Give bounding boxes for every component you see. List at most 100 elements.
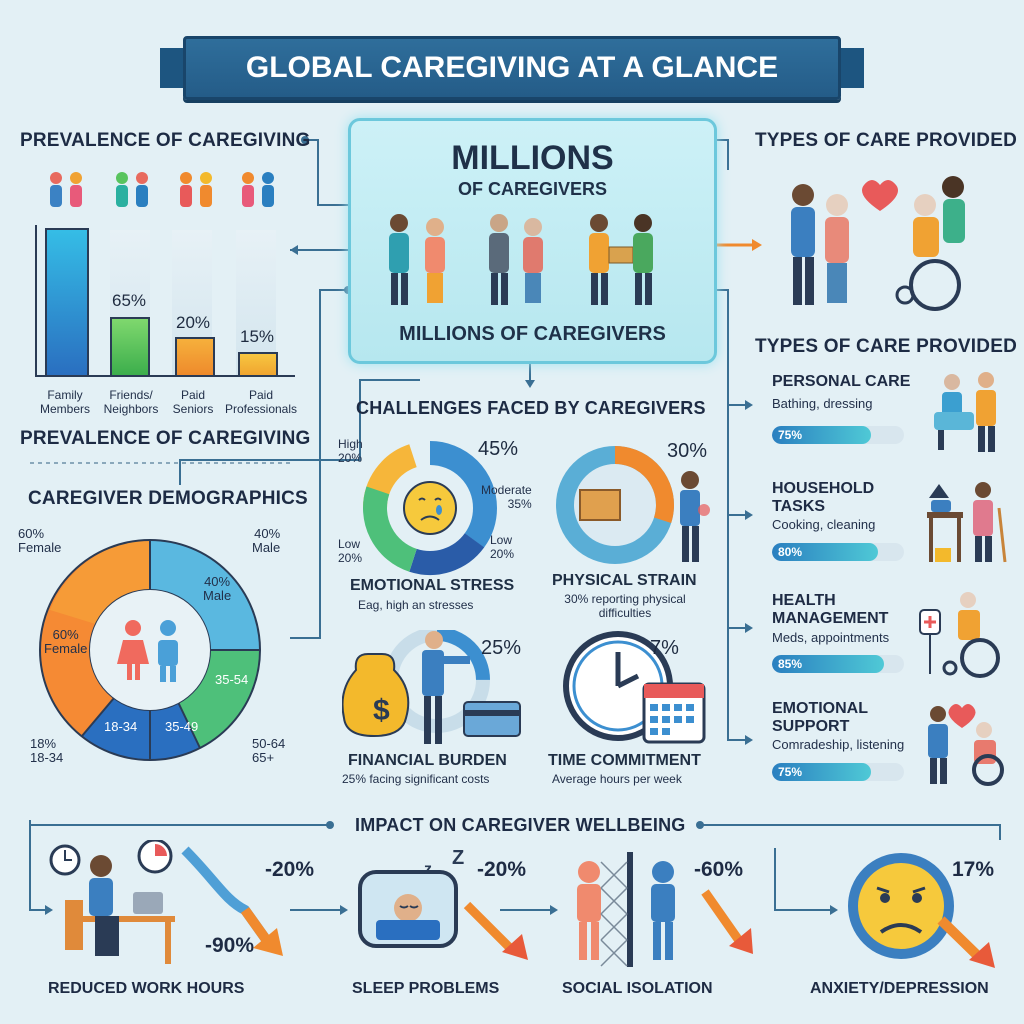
bar-paid-professionals	[238, 352, 278, 377]
care-progress-household: 80%	[772, 543, 904, 561]
center-subheadline: OF CAREGIVERS	[457, 179, 608, 199]
bar-label-professionals: Paid Professionals	[224, 388, 298, 416]
prevalence-heading-bottom: PREVALENCE OF CAREGIVING	[20, 428, 311, 449]
financial-burden-sub: 25% facing significant costs	[342, 772, 490, 786]
emotional-low-right-label: Low 20%	[490, 533, 515, 561]
bar-paid-seniors	[175, 337, 215, 377]
emotional-stress-pct: 45%	[478, 438, 519, 460]
center-footer: MILLIONS OF CAREGIVERS	[399, 323, 666, 345]
care-title-health: HEALTH MANAGEMENT	[772, 592, 889, 627]
bar-label-family: Family Members	[39, 388, 90, 416]
demographics-donut	[39, 539, 261, 761]
bar-label-seniors: Paid Seniors	[172, 388, 214, 416]
demo-seg-35-54: 35-54	[215, 672, 249, 687]
emotional-stress-donut	[362, 441, 497, 575]
demo-outer-50: 50-64 65+	[252, 736, 286, 765]
emotional-low-left-label: Low 20%	[338, 537, 363, 565]
paid-seniors-people-icon	[180, 172, 212, 207]
care-sub-household: Cooking, cleaning	[772, 517, 876, 532]
care-title-personal: PERSONAL CARE	[772, 373, 911, 390]
care-sub-personal: Bathing, dressing	[772, 396, 873, 411]
impact-anxiety-pct: 17%	[952, 858, 995, 881]
types-heading-2: TYPES OF CARE PROVIDED	[755, 336, 1017, 357]
demo-seg-35-49: 35-49	[165, 719, 199, 734]
care-progress-health: 85%	[772, 655, 904, 673]
emotional-stress-title: EMOTIONAL STRESS	[350, 577, 515, 594]
paid-professionals-people-icon	[242, 172, 274, 207]
time-commitment-sub: Average hours per week	[552, 772, 682, 786]
demo-outer-female: 60% Female	[18, 526, 62, 555]
caregivers-illustration	[389, 214, 653, 305]
demo-outer-male: 40% Male	[252, 526, 281, 555]
bar-label-friends: Friends/ Neighbors	[103, 388, 159, 416]
impact-sleep-label: SLEEP PROBLEMS	[352, 980, 500, 997]
care-progress-household-label: 80%	[778, 545, 803, 559]
physical-strain-pct: 30%	[667, 440, 708, 462]
social-isolation-icon	[577, 852, 753, 967]
impact-anxiety-label: ANXIETY/DEPRESSION	[810, 980, 989, 997]
impact-work-pct: -20%	[265, 858, 315, 881]
bar-value-seniors: 20%	[176, 313, 211, 332]
bathing-care-icon	[934, 372, 996, 452]
care-giving-illustration	[791, 176, 965, 311]
demo-inner-female: 60% Female	[44, 627, 88, 656]
impact-heading: IMPACT ON CAREGIVER WELLBEING	[355, 815, 686, 835]
financial-burden-pct: 25%	[481, 637, 522, 659]
impact-isolation-label: SOCIAL ISOLATION	[562, 980, 713, 997]
care-progress-health-fill	[772, 655, 885, 673]
page-title: GLOBAL CAREGIVING AT A GLANCE	[183, 36, 841, 100]
care-progress-household-fill	[772, 543, 878, 561]
physical-strain-sub: 30% reporting physical difficulties	[564, 592, 686, 620]
physical-strain-title: PHYSICAL STRAIN	[552, 572, 697, 589]
care-progress-health-label: 85%	[778, 657, 803, 671]
care-progress-emotional-label: 75%	[778, 765, 803, 779]
physical-strain-donut	[556, 446, 710, 564]
bar-value-professionals: 15%	[240, 327, 275, 346]
care-title-emotional: EMOTIONAL SUPPORT	[772, 700, 868, 735]
svg-text:Z: Z	[452, 850, 464, 869]
center-headline: MILLIONS	[451, 139, 614, 177]
time-commitment-pct: 7%	[650, 637, 679, 659]
svg-text:$: $	[373, 694, 390, 727]
demographics-heading: CAREGIVER DEMOGRAPHICS	[28, 488, 308, 509]
types-heading: TYPES OF CARE PROVIDED	[755, 130, 1017, 151]
care-progress-emotional: 75%	[772, 763, 904, 781]
impact-sleep-pct: -20%	[477, 858, 527, 881]
health-management-icon	[919, 592, 1000, 678]
prevalence-axis	[35, 225, 295, 377]
millions-caregivers-panel: MILLIONS OF CAREGIVERS MILLIONS OF CAREG…	[348, 118, 717, 364]
family-people-icon	[50, 172, 82, 207]
reduced-work-hours-icon	[49, 840, 283, 964]
friends-people-icon	[116, 172, 148, 207]
financial-burden-title: FINANCIAL BURDEN	[348, 752, 507, 769]
care-progress-emotional-fill	[772, 763, 871, 781]
impact-isolation-pct: -60%	[694, 858, 744, 881]
demo-outer-18: 18% 18-34	[30, 736, 64, 765]
care-progress-personal-label: 75%	[778, 428, 803, 442]
bar-family-members	[45, 228, 89, 377]
impact-work-label: REDUCED WORK HOURS	[48, 980, 245, 997]
care-sub-emotional: Comradeship, listening	[772, 737, 905, 752]
demo-seg-18-34: 18-34	[104, 719, 138, 734]
care-title-household: HOUSEHOLD TASKS	[772, 480, 875, 515]
care-progress-personal: 75%	[772, 426, 904, 444]
care-progress-personal-fill	[772, 426, 871, 444]
challenges-heading: CHALLENGES FACED BY CAREGIVERS	[356, 398, 706, 418]
sleep-problems-icon: z Z	[358, 850, 528, 960]
emotional-high-label: High 20%	[338, 437, 363, 465]
demo-inner-male: 40% Male	[203, 574, 232, 603]
prevalence-bar-shade-4	[236, 230, 276, 375]
cooking-cleaning-icon	[927, 482, 1007, 563]
bar-value-friends: 65%	[112, 291, 147, 310]
time-commitment-clock-icon	[563, 631, 706, 744]
emotional-moderate-label: Moderate 35%	[481, 483, 532, 511]
bar-friends-neighbors	[110, 317, 150, 377]
svg-text:z: z	[424, 861, 432, 878]
emotional-support-icon	[928, 704, 1004, 786]
emotional-stress-sub: Eag, high an stresses	[358, 598, 474, 612]
prevalence-heading: PREVALENCE OF CAREGIVING	[20, 130, 311, 151]
care-sub-health: Meds, appointments	[772, 630, 890, 645]
financial-burden-icon: $	[342, 630, 521, 744]
anxiety-depression-icon	[848, 853, 995, 968]
